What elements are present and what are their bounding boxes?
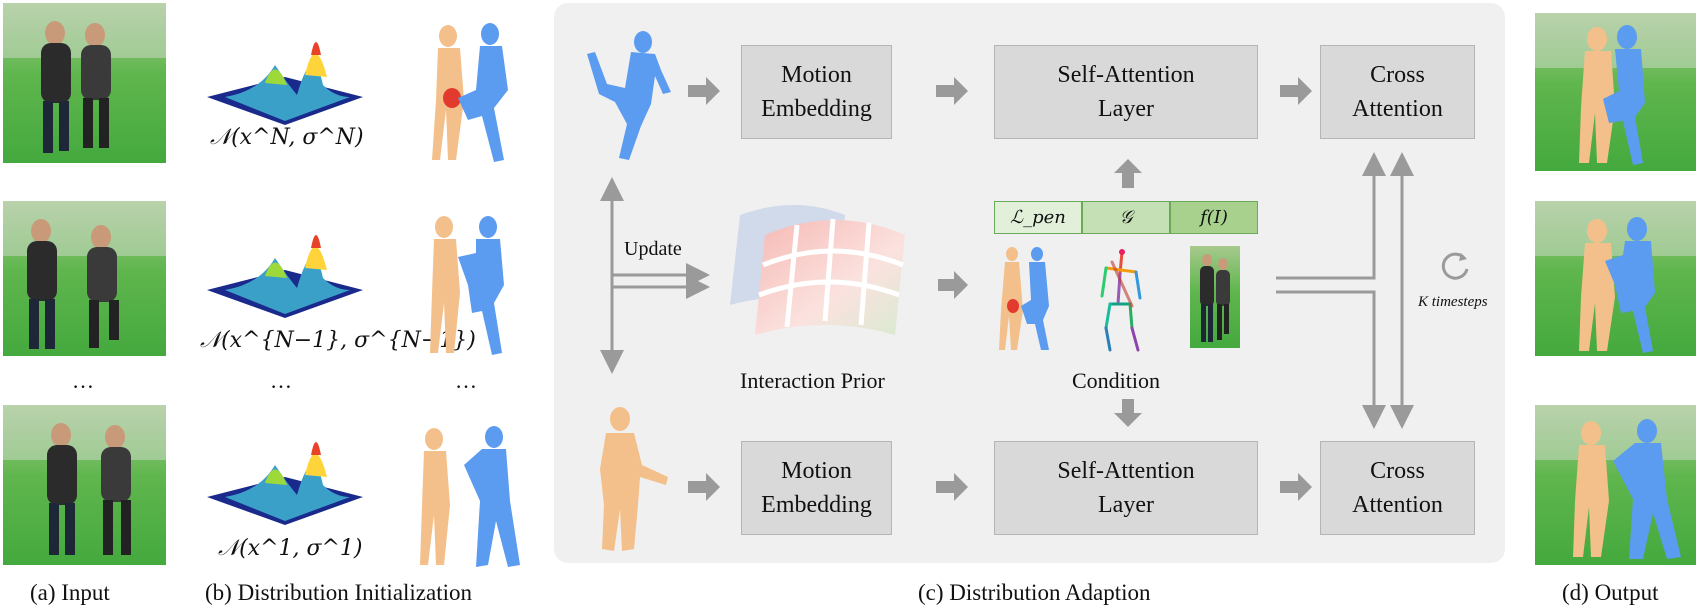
prior-to-condition-arrow — [938, 271, 968, 299]
condition-down-arrow — [1114, 399, 1142, 427]
input-ellipsis: … — [72, 368, 95, 393]
self-attention-top-label: Self-Attention Layer — [1057, 62, 1195, 122]
output-photo-1 — [1535, 13, 1696, 165]
human-pair-2 — [430, 216, 504, 355]
flow-arrows — [600, 77, 1414, 501]
human-pair-ellipsis: … — [455, 368, 478, 393]
motion-embedding-bottom-label: Motion Embedding — [761, 458, 872, 518]
input-photo-2 — [3, 201, 166, 349]
human-blue-top — [587, 31, 671, 160]
motion-embedding-bottom-block: Motion Embedding — [741, 441, 892, 535]
self-attention-top-block: Self-Attention Layer — [994, 45, 1258, 139]
output-photo-3 — [1535, 405, 1696, 559]
k-timesteps-label: K timesteps — [1418, 294, 1488, 310]
distribution-label-3: 𝒩(x^1, σ^1) — [218, 536, 363, 561]
cross-attention-top-label: Cross Attention — [1352, 62, 1443, 122]
cross-attention-bottom-label: Cross Attention — [1352, 458, 1443, 518]
self-attention-bottom-block: Self-Attention Layer — [994, 441, 1258, 535]
condition-lpen-label: ℒ_pen — [1010, 207, 1066, 228]
human-pair-1 — [432, 23, 508, 162]
condition-image-thumbnail — [1190, 246, 1240, 348]
condition-up-arrow — [1114, 159, 1142, 188]
prior-grid-lines — [758, 218, 904, 328]
output-frame-2 — [1535, 201, 1696, 356]
output-photo-2 — [1535, 201, 1696, 353]
human-pair-3 — [420, 426, 520, 567]
human-orange-bottom — [600, 407, 668, 551]
input-frame-2 — [3, 201, 166, 356]
distribution-ellipsis: … — [270, 368, 293, 393]
condition-fi-cell: f(I) — [1170, 201, 1258, 234]
distribution-label-1: 𝒩(x^N, σ^N) — [210, 125, 364, 150]
update-connector — [600, 177, 710, 374]
distribution-surface-3 — [207, 442, 363, 525]
block-arrows-top — [688, 77, 1312, 105]
distribution-surface-1 — [207, 42, 363, 125]
condition-label: Condition — [1072, 368, 1161, 393]
distribution-surface-2 — [207, 235, 363, 318]
condition-g-cell: 𝒢 — [1082, 201, 1170, 234]
input-photo-3 — [3, 405, 166, 555]
distribution-label-2: 𝒩(x^{N−1}, σ^{N−1}) — [200, 328, 476, 353]
condition-image — [1200, 254, 1230, 342]
cross-attention-bottom-block: Cross Attention — [1320, 441, 1475, 535]
condition-to-cross-attention — [1276, 152, 1414, 429]
interaction-prior-label: Interaction Prior — [740, 368, 885, 393]
condition-lpen-cell: ℒ_pen — [994, 201, 1082, 234]
self-attention-bottom-label: Self-Attention Layer — [1057, 458, 1195, 518]
condition-fi-label: f(I) — [1200, 207, 1228, 228]
input-photo-1 — [3, 3, 166, 153]
motion-embedding-top-label: Motion Embedding — [761, 62, 872, 122]
motion-embedding-top-block: Motion Embedding — [741, 45, 892, 139]
caption-distribution-adaption: (c) Distribution Adaption — [918, 580, 1151, 605]
caption-distribution-initialization: (b) Distribution Initialization — [205, 580, 473, 605]
condition-humans — [999, 247, 1049, 350]
output-frame-1 — [1535, 13, 1696, 171]
caption-output: (d) Output — [1562, 580, 1659, 605]
refresh-icon — [1441, 252, 1469, 280]
update-label: Update — [624, 238, 682, 260]
caption-input: (a) Input — [30, 580, 110, 605]
condition-skeleton — [1100, 249, 1142, 352]
interaction-prior-surface — [730, 205, 905, 335]
input-frame-1 — [3, 3, 166, 163]
cross-attention-top-block: Cross Attention — [1320, 45, 1475, 139]
input-frame-3 — [3, 405, 166, 565]
condition-g-label: 𝒢 — [1119, 207, 1133, 228]
block-arrows-bottom — [688, 473, 1312, 501]
output-frame-3 — [1535, 405, 1696, 565]
